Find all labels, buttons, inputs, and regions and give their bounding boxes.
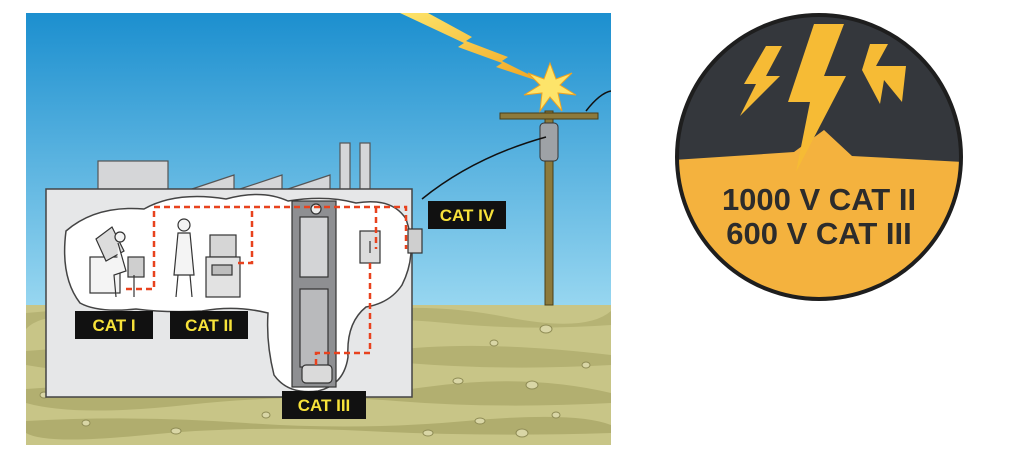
spark-icon [523, 61, 577, 113]
label-cat-1-text: CAT I [92, 316, 135, 335]
label-cat-2-text: CAT II [185, 316, 233, 335]
label-cat-4: CAT IV [428, 201, 506, 229]
badge-bottom-orange [677, 130, 961, 299]
service-meter [407, 228, 423, 254]
distribution-column [291, 200, 337, 388]
label-cat-2: CAT II [170, 311, 248, 339]
label-cat-4-text: CAT IV [440, 206, 495, 225]
overvoltage-category-scene: CAT I CAT II CAT III CAT IV [26, 13, 611, 445]
lightning-strike [400, 13, 577, 113]
factory-roof [97, 142, 371, 192]
label-cat-3: CAT III [282, 391, 366, 419]
office-computer-area [89, 226, 145, 298]
label-cat-1: CAT I [75, 311, 153, 339]
badge-rating-line-1: 1000 V CAT II [722, 182, 916, 217]
rating-badge: 1000 V CAT II 600 V CAT III [675, 13, 963, 301]
wiring [126, 205, 408, 365]
appliance-worker-area [173, 218, 241, 298]
badge-rating-line-2: 600 V CAT III [726, 216, 912, 251]
bolt-center-icon [788, 24, 846, 172]
bolt-right-icon [862, 44, 906, 104]
label-cat-3-text: CAT III [298, 396, 351, 415]
bolt-left-icon [740, 46, 782, 116]
utility-pole [421, 90, 611, 306]
